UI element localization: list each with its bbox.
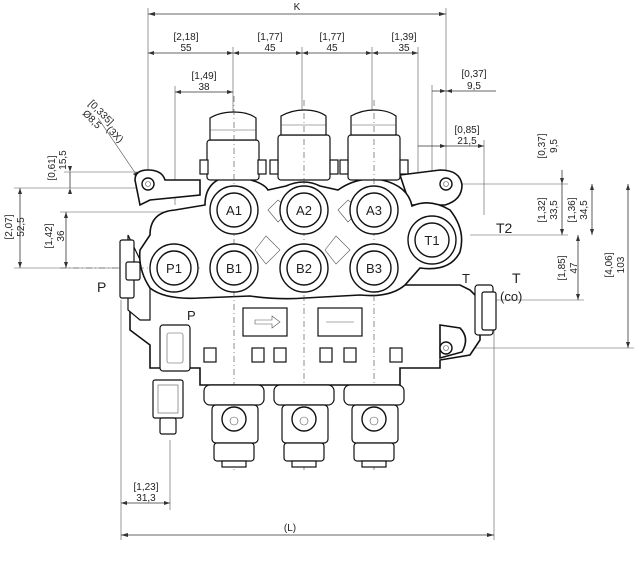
lever-stems	[203, 384, 405, 468]
svg-text:A1: A1	[226, 203, 242, 218]
dim-103-inch: [4,06]	[604, 252, 615, 277]
dim-35-mm: 35	[398, 43, 410, 54]
dim-36-mm: 36	[56, 230, 67, 242]
dim-52-5-mm: 52,5	[16, 217, 27, 237]
dim-38-inch: [1,49]	[191, 71, 216, 82]
right-dimensions: [0,37] 9,5 [1,32] 33,5 [1,36] 34,5 [1,85…	[450, 133, 634, 349]
dim-k: K	[294, 2, 301, 13]
svg-text:T1: T1	[424, 233, 439, 248]
label-t2: T2	[496, 220, 513, 236]
port-b1: B1	[209, 243, 259, 293]
dim-47-mm: 47	[569, 262, 580, 274]
port-p1: P1	[149, 243, 199, 293]
svg-text:P1: P1	[166, 261, 182, 276]
dim-47-inch: [1,85]	[557, 255, 568, 280]
svg-text:B3: B3	[366, 261, 382, 276]
dim-45a-mm: 45	[264, 43, 276, 54]
dim-34-5-inch: [1,36]	[567, 197, 578, 222]
port-a3: A3	[349, 185, 399, 235]
port-a2: A2	[279, 185, 329, 235]
svg-text:A2: A2	[296, 203, 312, 218]
dim-35-inch: [1,39]	[391, 32, 416, 43]
dim-55-mm: 55	[180, 43, 192, 54]
dim-52-5-inch: [2,07]	[4, 214, 15, 239]
port-b3: B3	[349, 243, 399, 293]
dim-hole-count: (3X)	[104, 124, 125, 145]
dim-9-5b-mm: 9,5	[549, 139, 560, 153]
port-a1: A1	[209, 185, 259, 235]
dim-9-5b-inch: [0,37]	[537, 133, 548, 158]
label-t-small: T	[462, 271, 470, 286]
port-b2: B2	[279, 243, 329, 293]
dim-15-5-inch: [0,61]	[47, 155, 58, 180]
port-t1: T1	[407, 215, 457, 265]
dim-9-5a-inch: [0,37]	[461, 69, 486, 80]
dim-l: (L)	[284, 523, 296, 534]
label-p: P	[97, 279, 106, 295]
svg-text:A3: A3	[366, 203, 382, 218]
svg-text:B2: B2	[296, 261, 312, 276]
dim-45a-inch: [1,77]	[257, 32, 282, 43]
valve-body: P	[60, 96, 497, 470]
ports: A1 A2 A3 T1 P1 B1 B2	[149, 185, 457, 293]
dim-21-5-inch: [0,85]	[454, 125, 479, 136]
dim-31-3-inch: [1,23]	[133, 482, 158, 493]
label-t: T	[512, 270, 521, 286]
dim-38-mm: 38	[198, 82, 210, 93]
dim-21-5-mm: 21,5	[457, 136, 477, 147]
body-p-label: P	[187, 308, 196, 323]
dim-103-mm: 103	[616, 256, 627, 273]
dim-33-5-mm: 33,5	[549, 200, 560, 220]
dim-45b-inch: [1,77]	[319, 32, 344, 43]
dim-31-3-mm: 31,3	[136, 493, 156, 504]
label-co: (co)	[500, 289, 522, 304]
dim-36-inch: [1,42]	[44, 223, 55, 248]
dim-55-inch: [2,18]	[173, 32, 198, 43]
dim-9-5a-mm: 9,5	[467, 81, 481, 92]
svg-text:B1: B1	[226, 261, 242, 276]
dim-33-5-inch: [1,32]	[537, 197, 548, 222]
dim-15-5-mm: 15,5	[58, 150, 69, 170]
dim-45b-mm: 45	[326, 43, 338, 54]
dim-34-5-mm: 34,5	[579, 200, 590, 220]
bottom-dimensions: [1,23] 31,3 (L)	[120, 300, 495, 540]
